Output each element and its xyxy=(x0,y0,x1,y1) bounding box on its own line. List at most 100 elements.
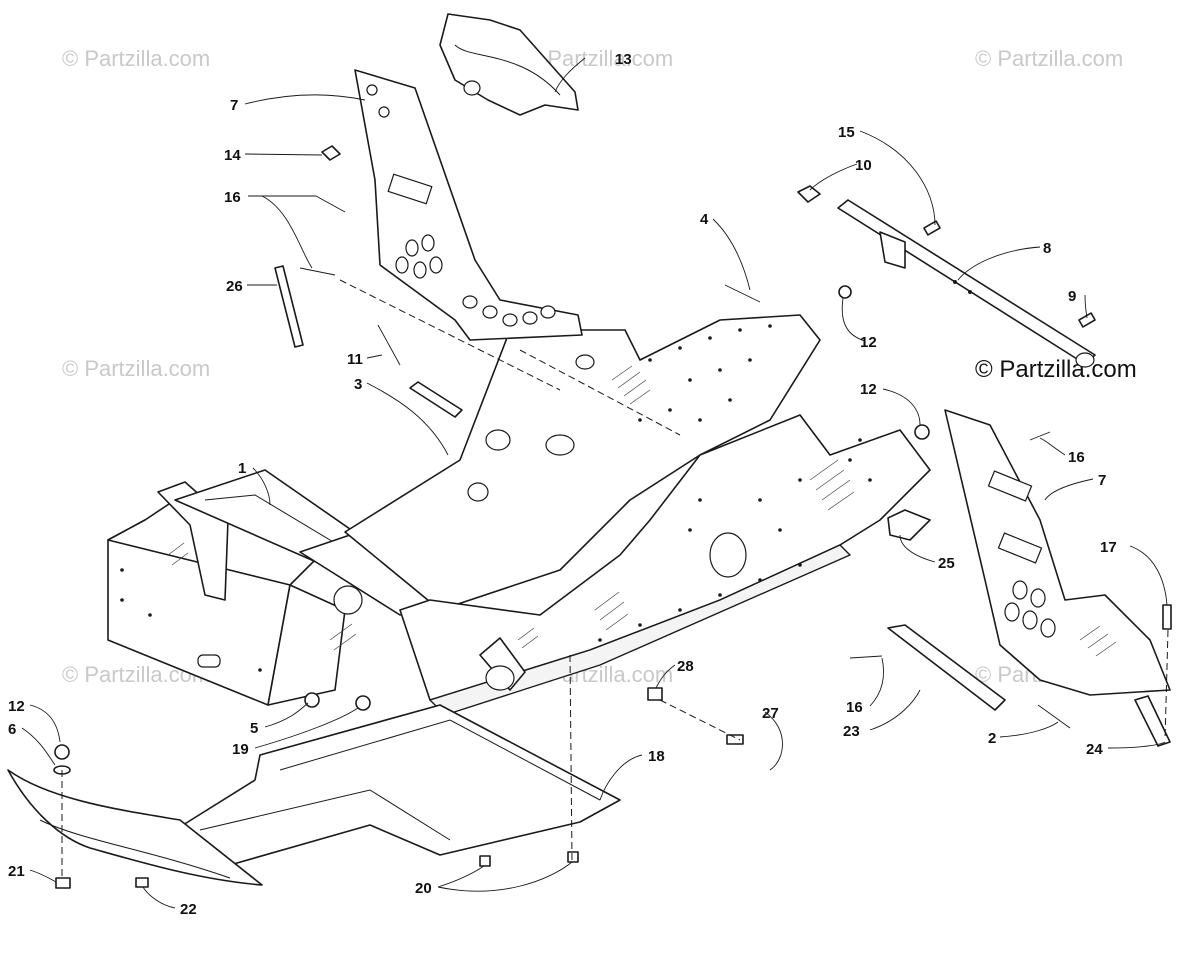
frame-rear-slot xyxy=(197,654,221,668)
watermark-mid-left: © Partzilla.com xyxy=(62,356,210,381)
right-support-window-lower xyxy=(997,532,1043,564)
callout-2: 2 xyxy=(988,730,996,747)
left-support-window xyxy=(387,173,433,205)
frame-front-tube-end xyxy=(485,665,515,691)
leader-10 xyxy=(809,163,858,191)
nut-19 xyxy=(355,695,371,711)
nut-12-left xyxy=(54,744,70,760)
callout-14: 14 xyxy=(224,147,241,164)
rivet-17 xyxy=(1162,604,1172,630)
bracket-23 xyxy=(887,624,1006,711)
clip-28 xyxy=(647,687,663,701)
leader-1 xyxy=(252,467,271,506)
leader-16b xyxy=(1039,437,1066,456)
rivet-2 xyxy=(1037,704,1071,729)
leader-5 xyxy=(264,702,309,728)
leader-18 xyxy=(599,754,643,801)
rivet-16-upper xyxy=(315,195,346,213)
leader-13 xyxy=(554,57,586,93)
leader-28 xyxy=(655,664,676,689)
callouts: 7 13 14 16 26 11 3 1 4 15 10 8 9 12 12 1… xyxy=(8,51,1117,918)
belly-pan-inner-crease xyxy=(199,789,451,841)
strap-24 xyxy=(1134,695,1171,747)
callout-12c: 12 xyxy=(8,698,25,715)
callout-12b: 12 xyxy=(860,381,877,398)
callout-11: 11 xyxy=(347,351,363,368)
belly-pan-plate xyxy=(174,704,621,866)
steering-cover-hole xyxy=(463,80,481,96)
bolt-22 xyxy=(135,877,149,888)
nut-10 xyxy=(797,185,821,203)
rivet-4 xyxy=(724,284,761,303)
skid-plate-edge xyxy=(39,819,231,879)
left-support-hole-top xyxy=(366,84,378,96)
steering-shaft xyxy=(837,199,1096,368)
callout-23: 23 xyxy=(843,723,860,740)
assembly-line-floor xyxy=(569,654,573,861)
main-frame xyxy=(107,314,931,716)
frame-tube-socket-upper xyxy=(485,429,511,451)
frame-tube-socket-lower xyxy=(467,482,489,502)
leader-11 xyxy=(366,354,383,359)
bracket-strip xyxy=(409,381,463,418)
leader-3 xyxy=(366,382,449,456)
nut-12-upper xyxy=(838,285,852,299)
leader-16c xyxy=(869,657,884,707)
callout-24: 24 xyxy=(1086,741,1103,758)
callout-19: 19 xyxy=(232,741,249,758)
callout-28: 28 xyxy=(677,658,694,675)
right-support-shading xyxy=(1079,625,1117,657)
callout-7a: 7 xyxy=(230,97,238,114)
nut-12-right xyxy=(914,424,930,440)
callout-18: 18 xyxy=(648,748,665,765)
frame-pivot-ring xyxy=(333,585,363,615)
frame-top-socket xyxy=(575,354,595,370)
callout-21: 21 xyxy=(8,863,25,880)
callout-1: 1 xyxy=(238,460,246,477)
belly-pan-crease xyxy=(279,719,601,801)
leader-14 xyxy=(244,153,323,156)
callout-3: 3 xyxy=(354,376,362,393)
watermark-top-right: © Partzilla.com xyxy=(975,46,1123,71)
callout-22: 22 xyxy=(180,901,197,918)
assembly-line-clip xyxy=(659,699,741,741)
belly-pan xyxy=(174,704,621,866)
callout-20: 20 xyxy=(415,880,432,897)
frame-inner-hole xyxy=(545,434,575,456)
callout-15: 15 xyxy=(838,124,855,141)
callout-10: 10 xyxy=(855,157,872,174)
leader-12c xyxy=(29,704,61,743)
callout-8: 8 xyxy=(1043,240,1051,257)
rivet-27 xyxy=(726,734,744,745)
callout-17: 17 xyxy=(1100,539,1117,556)
right-steering-support xyxy=(944,409,1171,696)
frame-floor-edge xyxy=(429,544,851,716)
watermark-strong: © Partzilla.com xyxy=(975,356,1137,383)
leader-4 xyxy=(712,218,751,291)
bolt-21 xyxy=(55,877,71,889)
leader-15 xyxy=(859,130,936,226)
leader-9 xyxy=(1084,294,1088,319)
leader-8 xyxy=(957,246,1041,281)
leader-19 xyxy=(254,707,359,749)
callout-7b: 7 xyxy=(1098,472,1106,489)
leader-6 xyxy=(21,727,56,766)
callout-12a: 12 xyxy=(860,334,877,351)
leader-21 xyxy=(29,869,57,883)
callout-16b: 16 xyxy=(1068,449,1085,466)
left-support-lightening-holes xyxy=(395,234,556,327)
assembly-line-center xyxy=(519,349,681,436)
bolt-20-right xyxy=(567,851,579,863)
frame-rivets xyxy=(120,324,872,672)
leader-25 xyxy=(899,534,936,563)
brace-rod xyxy=(274,265,304,348)
callout-16c: 16 xyxy=(846,699,863,716)
leader-12a xyxy=(841,297,866,342)
callout-9: 9 xyxy=(1068,288,1076,305)
leader-16a xyxy=(248,195,316,269)
leader-22 xyxy=(142,886,176,909)
bolt-9 xyxy=(1078,312,1096,328)
assembly-lines xyxy=(61,279,1169,878)
leader-23 xyxy=(869,689,921,731)
